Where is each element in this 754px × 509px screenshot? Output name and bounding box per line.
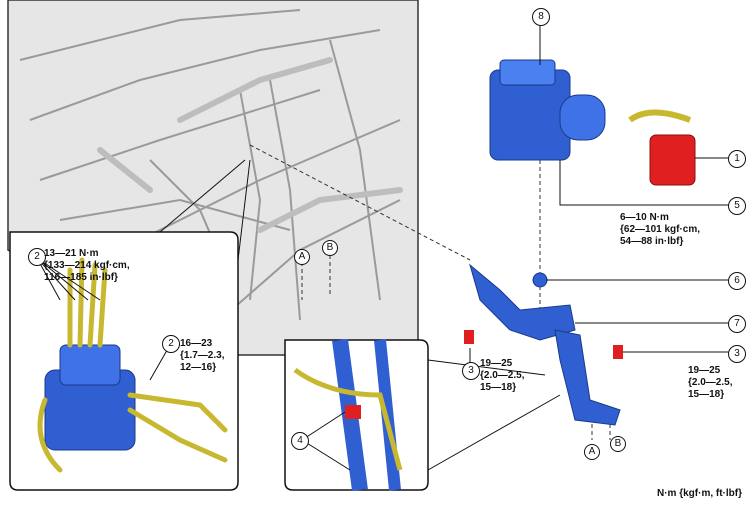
inset-bracket-detail (293, 338, 403, 492)
marker-a-top: A (294, 249, 310, 265)
marker-b-bottom: B (610, 436, 626, 452)
inset-hydraulic-unit (37, 257, 228, 473)
callout-2-top: 2 (28, 248, 46, 266)
engine-bay-pipes (97, 57, 403, 233)
callout-5: 5 (728, 197, 746, 215)
callout-3-left: 3 (462, 362, 480, 380)
dashed-leaders (249, 144, 611, 440)
abs-module (489, 59, 606, 161)
callout-4: 4 (291, 432, 309, 450)
callout-6: 6 (728, 272, 746, 290)
callout-1: 1 (728, 150, 746, 168)
callout-7: 7 (728, 315, 746, 333)
torque-spec-3-left: 19—25 {2.0—2.5, 15—18} (480, 358, 525, 393)
torque-spec-2-fitting: 16—23 {1.7—2.3, 12—16} (180, 338, 225, 373)
bolt-left (464, 330, 474, 344)
grommet (532, 272, 548, 288)
bolt-right (613, 345, 623, 359)
callout-3-right: 3 (728, 345, 746, 363)
abs-bracket (469, 263, 621, 426)
torque-spec-3-right: 19—25 {2.0—2.5, 15—18} (688, 365, 733, 400)
abs-connector (628, 109, 696, 186)
callout-8: 8 (532, 8, 550, 26)
callout-2-fitting: 2 (162, 335, 180, 353)
torque-spec-5: 6—10 N·m {62—101 kgf·cm, 54—88 in·lbf} (620, 212, 701, 247)
marker-b-top: B (322, 240, 338, 256)
units-legend: N·m {kgf·m, ft·lbf} (657, 488, 742, 499)
marker-a-bottom: A (584, 444, 600, 460)
torque-spec-2-pipes: 13—21 N·m {133—214 kgf·cm, 116—185 in·lb… (44, 248, 130, 283)
